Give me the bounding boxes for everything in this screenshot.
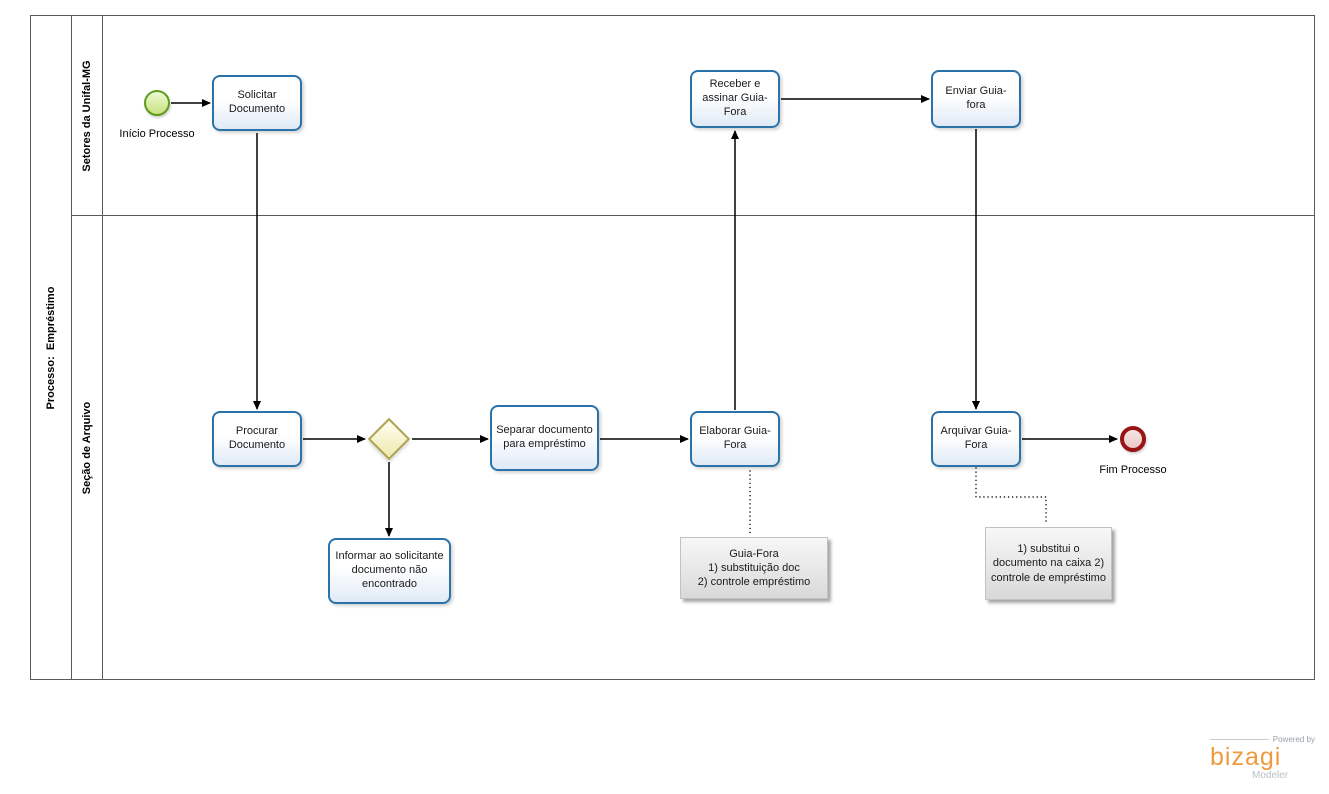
task-informar-solicitante: Informar ao solicitante documento não en… bbox=[328, 538, 451, 604]
powered-by-divider bbox=[1210, 739, 1269, 740]
start-event-label: Início Processo bbox=[119, 128, 195, 140]
task-arquivar-guia-fora: Arquivar Guia-Fora bbox=[931, 411, 1021, 467]
lane-label: Setores da Unifal-MG bbox=[81, 59, 93, 172]
task-procurar-documento: Procurar Documento bbox=[212, 411, 302, 467]
pool-header: Processo: Empréstimo bbox=[31, 16, 72, 679]
lane-header: Seção de Arquivo bbox=[72, 216, 103, 679]
lane-setores-unifal: Setores da Unifal-MG bbox=[72, 16, 1314, 216]
end-event-label: Fim Processo bbox=[1099, 464, 1167, 476]
task-receber-assinar-guia-fora: Receber e assinar Guia-Fora bbox=[690, 70, 780, 128]
task-separar-documento: Separar documento para empréstimo bbox=[490, 405, 599, 471]
bizagi-modeler-label: Modeler bbox=[1252, 770, 1289, 782]
powered-by-row: Powered by bbox=[1210, 735, 1315, 744]
lane-header: Setores da Unifal-MG bbox=[72, 16, 103, 215]
start-event bbox=[144, 90, 170, 116]
bizagi-logo: bizagi bbox=[1210, 743, 1282, 771]
powered-by-text: Powered by bbox=[1272, 735, 1315, 744]
lane-secao-arquivo: Seção de Arquivo bbox=[72, 216, 1314, 679]
task-solicitar-documento: Solicitar Documento bbox=[212, 75, 302, 131]
lane-label: Seção de Arquivo bbox=[81, 401, 93, 494]
task-enviar-guia-fora: Enviar Guia-fora bbox=[931, 70, 1021, 128]
lanes: Setores da Unifal-MG Seção de Arquivo bbox=[72, 16, 1314, 679]
process-title: Processo: Empréstimo bbox=[45, 286, 57, 409]
annotation-substitui-documento: 1) substitui o documento na caixa 2) con… bbox=[985, 527, 1112, 600]
task-elaborar-guia-fora: Elaborar Guia-Fora bbox=[690, 411, 780, 467]
process-pool: Processo: Empréstimo Setores da Unifal-M… bbox=[30, 15, 1315, 680]
bizagi-branding: Powered by bizagi Modeler bbox=[1210, 735, 1315, 781]
end-event bbox=[1120, 426, 1146, 452]
annotation-guia-fora: Guia-Fora 1) substituição doc 2) control… bbox=[680, 537, 828, 599]
